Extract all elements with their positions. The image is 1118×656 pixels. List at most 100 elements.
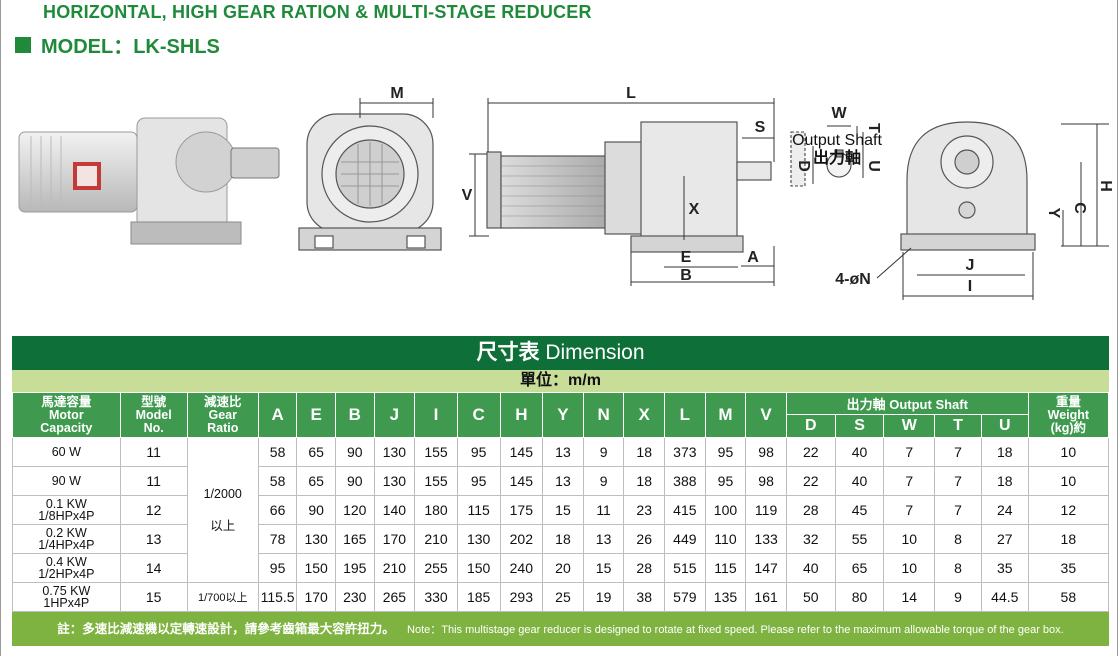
shaft-detail-drawing (790, 131, 852, 187)
cell-dimension: 19 (582, 582, 625, 612)
cell-dimension: 255 (414, 553, 458, 583)
cell-shaft-dimension: 10 (883, 524, 936, 554)
cell-dimension: 90 (334, 437, 375, 467)
square-bullet-icon (15, 36, 31, 53)
header-model: 型號 Model No. (119, 392, 188, 438)
cell-dimension: 115 (704, 553, 747, 583)
cell-dimension: 165 (334, 524, 375, 554)
capacity-line-1: 0.75 KW (42, 584, 91, 598)
unit-bar: 單位：m/m (12, 370, 1109, 392)
cell-shaft-dimension: 14 (883, 582, 936, 612)
header-dim-m: M (704, 392, 747, 438)
cell-shaft-dimension: 9 (934, 582, 982, 612)
cell-dimension: 65 (296, 437, 336, 467)
dim-label-l: L (626, 85, 636, 102)
cell-dimension: 58 (257, 466, 298, 496)
cell-dimension: 449 (664, 524, 706, 554)
drawing-area: M V (1, 70, 1118, 310)
cell-dimension: 95 (456, 466, 501, 496)
cell-dimension: 330 (414, 582, 458, 612)
cell-dimension: 20 (542, 553, 584, 583)
cell-dimension: 11 (582, 495, 625, 525)
header-shaft-s: S (834, 414, 885, 438)
cell-shaft-dimension: 27 (980, 524, 1029, 554)
dim-label-h: H (1097, 180, 1114, 192)
capacity-line-2: 1HPx4P (43, 596, 90, 610)
dim-label-v: V (462, 187, 473, 204)
cell-model: 12 (119, 495, 188, 525)
cell-dimension: 38 (623, 582, 666, 612)
cell-shaft-dimension: 32 (785, 524, 836, 554)
cell-dimension: 95 (704, 437, 747, 467)
header-dim-b: B (334, 392, 375, 438)
cell-model: 15 (119, 582, 188, 612)
cell-dimension: 98 (745, 466, 787, 496)
cell-dimension: 180 (414, 495, 458, 525)
cell-dimension: 130 (456, 524, 501, 554)
cell-shaft-dimension: 45 (834, 495, 885, 525)
header-dim-i: I (414, 392, 458, 438)
cell-dimension: 26 (623, 524, 666, 554)
cell-shaft-dimension: 7 (934, 437, 982, 467)
capacity-line-1: 0.1 KW (45, 497, 87, 511)
cell-dimension: 95 (456, 437, 501, 467)
technical-drawings: M V (18, 85, 1114, 300)
dim-label-d: D (795, 160, 812, 172)
cell-dimension: 130 (373, 466, 416, 496)
header-dim-n: N (582, 392, 625, 438)
header-dim-a: A (257, 392, 298, 438)
cell-shaft-dimension: 28 (785, 495, 836, 525)
cell-dimension: 130 (296, 524, 336, 554)
header-dim-y: Y (542, 392, 584, 438)
cell-capacity: 90 W (12, 466, 121, 496)
cell-shaft-dimension: 7 (883, 466, 936, 496)
cell-dimension: 13 (582, 524, 625, 554)
cell-dimension: 133 (745, 524, 787, 554)
cell-dimension: 15 (582, 553, 625, 583)
capacity-line-1: 0.4 KW (45, 555, 87, 569)
cell-dimension: 150 (296, 553, 336, 583)
cell-dimension: 293 (499, 582, 544, 612)
dim-label-x: X (689, 201, 700, 218)
cell-dimension: 18 (542, 524, 584, 554)
cell-shaft-dimension: 65 (834, 553, 885, 583)
cell-dimension: 145 (499, 466, 544, 496)
ratio-value: 1/2000 (203, 486, 242, 501)
cell-weight: 10 (1027, 466, 1110, 496)
cell-dimension: 230 (334, 582, 375, 612)
cell-dimension: 9 (582, 466, 625, 496)
cell-weight: 35 (1027, 553, 1110, 583)
banner-title-zh: 尺寸表 (476, 341, 540, 364)
cell-model: 13 (119, 524, 188, 554)
cell-dimension: 95 (704, 466, 747, 496)
cell-dimension: 98 (745, 437, 787, 467)
footnote-en: Note：This multistage gear reducer is des… (407, 624, 1064, 636)
header-dim-v: V (745, 392, 787, 438)
cell-shaft-dimension: 24 (980, 495, 1029, 525)
model-title: MODEL：LK-SHLS (15, 30, 220, 59)
cell-dimension: 415 (664, 495, 706, 525)
cell-dimension: 90 (296, 495, 336, 525)
capacity-line-1: 90 W (51, 474, 81, 488)
cell-dimension: 66 (257, 495, 298, 525)
header-shaft-w: W (883, 414, 936, 438)
cell-shaft-dimension: 8 (934, 524, 982, 554)
cell-dimension: 65 (296, 466, 336, 496)
cell-dimension: 170 (296, 582, 336, 612)
dim-label-u: U (865, 160, 882, 172)
cell-dimension: 155 (414, 437, 458, 467)
cell-dimension: 140 (373, 495, 416, 525)
table-banner: 尺寸表 Dimension (12, 336, 1109, 370)
header-dim-j: J (373, 392, 416, 438)
cell-dimension: 115 (456, 495, 501, 525)
cell-dimension: 115.5 (257, 582, 298, 612)
cell-shaft-dimension: 50 (785, 582, 836, 612)
cell-weight: 18 (1027, 524, 1110, 554)
cell-dimension: 9 (582, 437, 625, 467)
